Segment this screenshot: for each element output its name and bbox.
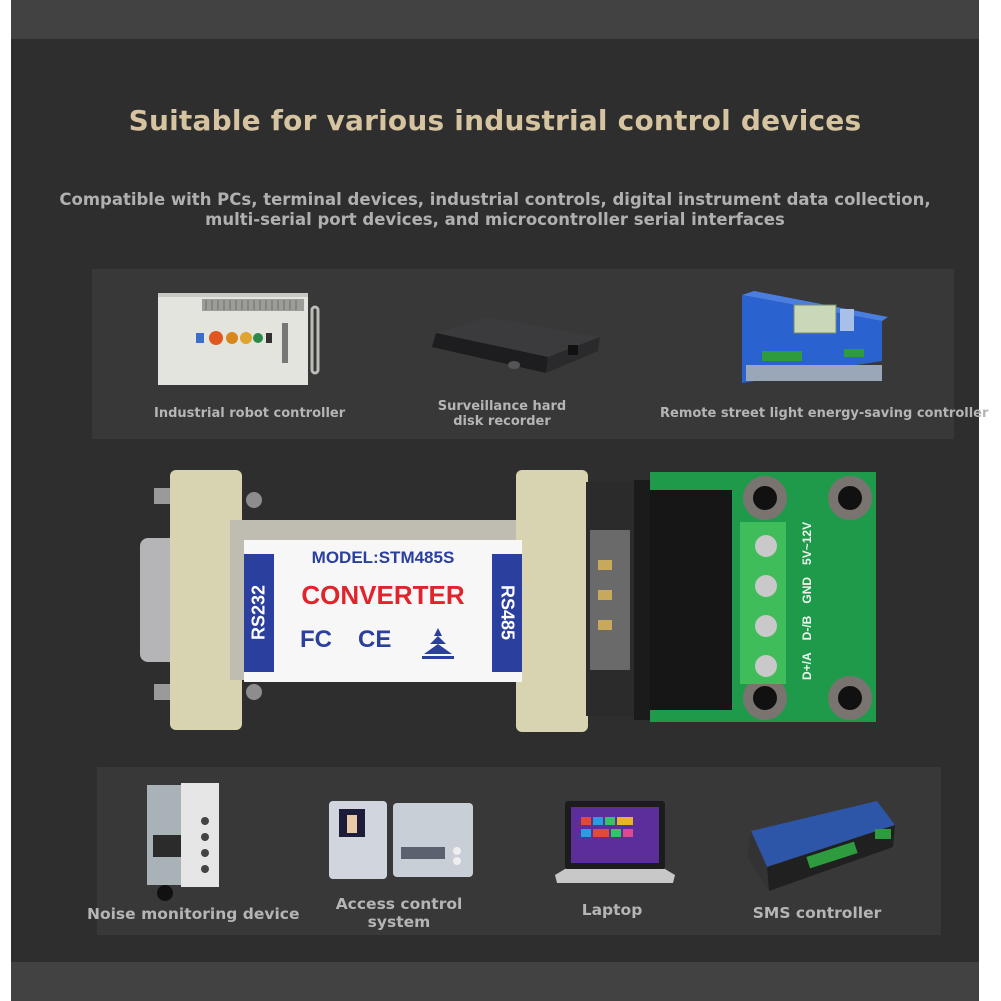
device-label: Industrial robot controller xyxy=(154,406,346,421)
converter-title: CONVERTER xyxy=(301,580,465,610)
device-street-light-controller: Remote street light energy-saving contro… xyxy=(92,269,989,439)
rs485-tag: RS485 xyxy=(492,554,522,672)
page-subtitle: Compatible with PCs, terminal devices, i… xyxy=(31,190,959,230)
page-title: Suitable for various industrial control … xyxy=(128,104,862,137)
rs485-text: RS485 xyxy=(497,584,518,641)
device-industrial-robot-controller: Industrial robot controller xyxy=(92,269,954,439)
rohs-tree-icon xyxy=(420,626,456,664)
device-surveillance-dvr: Surveillance hard disk recorder xyxy=(92,269,954,439)
terminal-label-gnd: GND xyxy=(800,576,814,604)
bottom-band xyxy=(11,962,979,1001)
device-label-line-2: system xyxy=(367,913,431,931)
laptop-icon xyxy=(553,799,677,893)
device-label: Surveillance hard disk recorder xyxy=(422,399,582,429)
device-label-line-2: disk recorder xyxy=(453,414,551,429)
dvr-recorder-icon xyxy=(428,313,604,387)
subtitle-line-1: Compatible with PCs, terminal devices, i… xyxy=(59,190,931,209)
fcc-mark: FC xyxy=(300,626,332,653)
rs232-text: RS232 xyxy=(248,584,269,641)
noise-monitor-icon xyxy=(143,781,223,905)
device-noise-monitor: Noise monitoring device xyxy=(87,767,941,935)
rs232-tag: RS232 xyxy=(244,554,274,672)
device-label: Laptop xyxy=(581,901,643,919)
device-access-control: Access control system xyxy=(97,767,941,935)
converter-label: RS232 RS485 MODEL:STM485S CONVERTER FC C… xyxy=(244,540,522,682)
device-label-line-1: Surveillance hard xyxy=(437,399,567,414)
robot-controller-cabinet-icon xyxy=(154,285,324,391)
terminal-label-power: 5V~12V xyxy=(800,521,814,565)
device-sms-controller: SMS controller xyxy=(97,767,941,935)
terminal-labels: D+/A D-/B GND 5V~12V xyxy=(800,520,820,680)
device-label: Remote street light energy-saving contro… xyxy=(660,406,989,421)
terminal-label-da: D+/A xyxy=(800,652,814,680)
top-devices-panel: Industrial robot controller Surveillance… xyxy=(92,269,989,439)
model-text: MODEL:STM485S xyxy=(311,548,455,567)
product-banner: Suitable for various industrial control … xyxy=(11,0,989,1001)
ce-mark: CE xyxy=(358,626,392,653)
bottom-devices-panel: Noise monitoring device Access control s… xyxy=(87,767,941,935)
device-label: SMS controller xyxy=(752,904,882,922)
device-label: Noise monitoring device xyxy=(87,905,300,923)
sms-controller-icon xyxy=(737,797,899,897)
top-band xyxy=(11,0,979,39)
access-control-panel-icon xyxy=(327,799,477,885)
rs232-rs485-converter-photo: RS232 RS485 MODEL:STM485S CONVERTER FC C… xyxy=(130,460,890,740)
subtitle-line-2: multi-serial port devices, and microcont… xyxy=(205,210,785,229)
device-label-line-1: Access control xyxy=(335,895,463,913)
terminal-label-db: D-/B xyxy=(800,615,814,641)
device-laptop: Laptop xyxy=(97,767,941,935)
street-light-controller-icon xyxy=(732,291,892,391)
device-label: Access control system xyxy=(319,895,479,931)
